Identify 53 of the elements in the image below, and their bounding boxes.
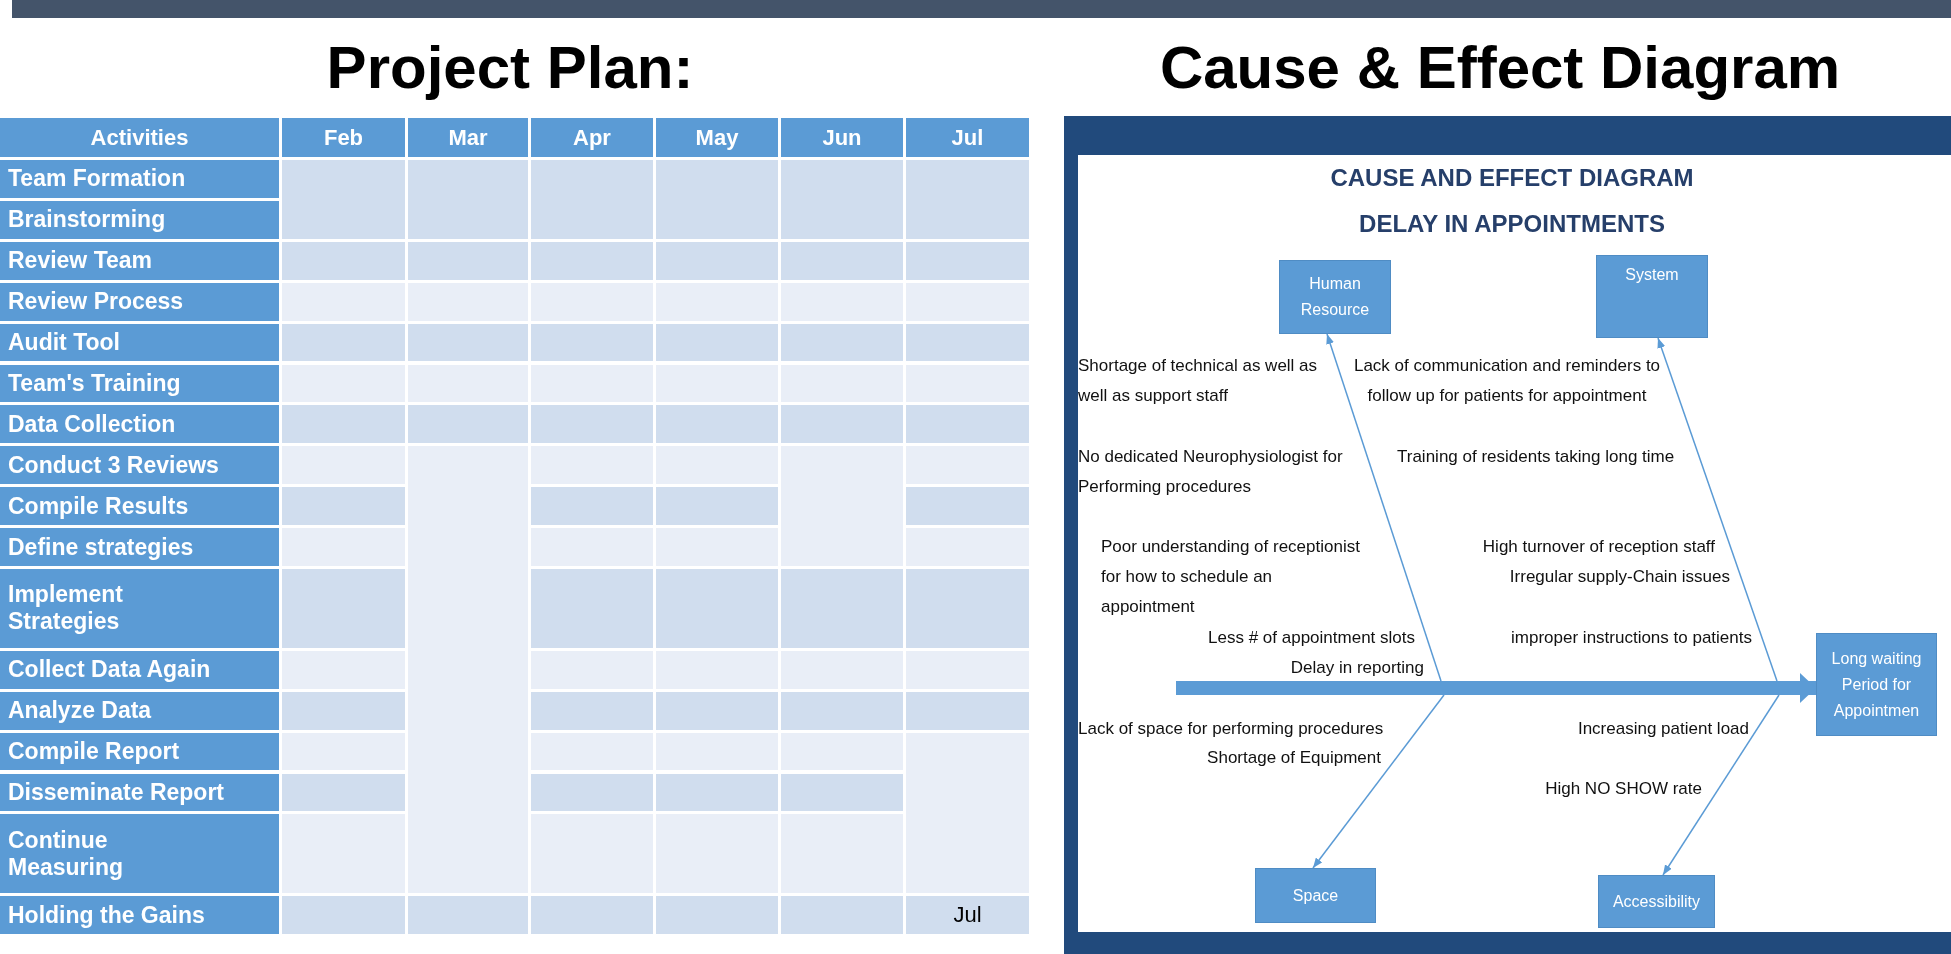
arrow [1662, 694, 1780, 876]
cause-text: Less # of appointment slots [1208, 627, 1415, 649]
column-header: Jun [781, 118, 903, 157]
activity-label: Collect Data Again [0, 650, 279, 689]
activity-label: Disseminate Report [0, 773, 279, 812]
column-header: Activities [0, 118, 279, 157]
category-box: Human Resource [1279, 260, 1391, 334]
effect-box: Long waiting Period for Appointmen [1816, 633, 1937, 736]
cause-text: High NO SHOW rate [1545, 778, 1702, 800]
cause-text: Lack of communication and reminders to follow up for patients for appointment [1352, 355, 1662, 407]
spine-arrow [1176, 673, 1816, 703]
activity-label: Holding the Gains [0, 896, 279, 935]
category-box: Space [1255, 868, 1376, 923]
activity-label: Analyze Data [0, 691, 279, 730]
cause-text: High turnover of reception staff [1482, 536, 1715, 558]
activity-label: Audit Tool [0, 323, 279, 362]
column-header: Jul [906, 118, 1029, 157]
heading-text: DELAY IN APPOINTMENTS [1358, 209, 1666, 239]
arrow [1312, 694, 1445, 869]
activity-label: Compile Report [0, 732, 279, 771]
column-header: Apr [531, 118, 653, 157]
column-header: Feb [282, 118, 405, 157]
cause-text: Training of residents taking long time [1397, 446, 1675, 468]
cause-text: Shortage of Equipment [1207, 747, 1381, 769]
activity-label: Conduct 3 Reviews [0, 446, 279, 485]
activity-label: Review Process [0, 282, 279, 321]
column-header: Mar [408, 118, 528, 157]
table-cell: Jul [906, 896, 1029, 935]
cause-text: Irregular supply-Chain issues [1509, 566, 1730, 588]
section-heading: Project Plan: [325, 33, 695, 103]
cause-text: No dedicated Neurophysiologist for Performing procedures [1078, 446, 1344, 498]
activity-label: Brainstorming [0, 200, 279, 239]
cause-text: Delay in reporting [1290, 657, 1424, 679]
activity-label: Define strategies [0, 528, 279, 566]
cause-text: improper instructions to patients [1511, 627, 1752, 649]
activity-label: Review Team [0, 241, 279, 280]
activity-label: Compile Results [0, 487, 279, 526]
arrow [1657, 337, 1778, 682]
cause-text: Shortage of technical as well as well as support staff [1078, 355, 1319, 407]
activity-label: Data Collection [0, 405, 279, 444]
activity-label: Implement Strategies [0, 569, 279, 648]
heading-text: CAUSE AND EFFECT DIAGRAM [1329, 163, 1695, 193]
column-header: May [656, 118, 778, 157]
cause-text: Lack of space for performing procedures [1078, 718, 1384, 740]
activity-label: Continue Measuring [0, 814, 279, 894]
section-heading: Cause & Effect Diagram [1158, 33, 1842, 103]
cause-text: Poor understanding of receptionist for how to schedule an appointment [1101, 536, 1361, 618]
cause-text: Increasing patient load [1577, 718, 1749, 740]
category-box: Accessibility [1598, 875, 1715, 928]
category-box: System [1596, 255, 1708, 338]
activity-label: Team's Training [0, 364, 279, 403]
arrow [1326, 333, 1442, 682]
activity-label: Team Formation [0, 160, 279, 198]
